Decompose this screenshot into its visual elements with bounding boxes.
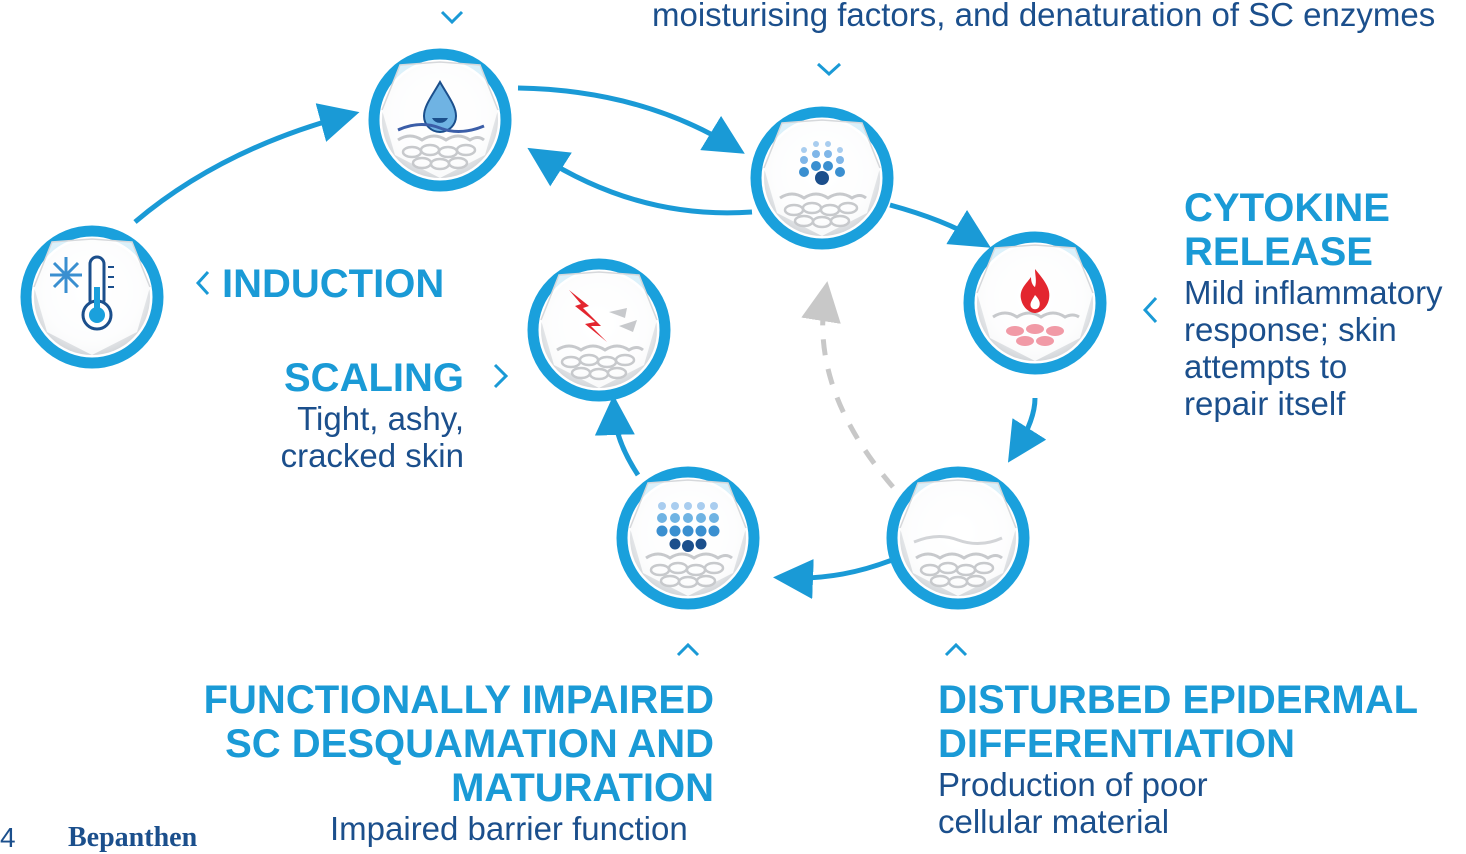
chevron-down-icon (816, 62, 842, 77)
cytokine-block: CYTOKINE RELEASE Mild inflammatory respo… (1184, 186, 1443, 422)
impaired-title-line3: MATURATION (451, 766, 714, 810)
dot-grid-icon (656, 502, 720, 552)
node-dry-skin (756, 112, 888, 244)
node-cytokine (969, 237, 1101, 369)
chevron-left-icon (1142, 296, 1158, 324)
disturbed-desc-line1: Production of poor (938, 766, 1208, 803)
chevron-left-icon (195, 270, 210, 296)
chevron-up-icon (944, 642, 968, 657)
impaired-title-line1: FUNCTIONALLY IMPAIRED (203, 678, 714, 722)
node-water-loss (374, 54, 506, 186)
cytokine-desc-line3: attempts to (1184, 348, 1348, 385)
scaling-desc-line1: Tight, ashy, (297, 400, 464, 437)
snowflake-thermometer-icon (50, 255, 114, 331)
cytokine-desc-line4: repair itself (1184, 385, 1346, 422)
cytokine-title-line1: CYTOKINE (1184, 186, 1390, 230)
arrow-dry-to-water (527, 147, 753, 216)
induction-title: INDUCTION (222, 262, 445, 306)
lightning-icon (569, 290, 607, 342)
disturbed-title-line2: DIFFERENTIATION (938, 722, 1296, 766)
node-scaling (533, 264, 665, 396)
arrow-cytokine-to-disturbed (1007, 397, 1047, 463)
arrow-induction-to-water (133, 103, 360, 224)
arrow-water-to-dry (517, 85, 745, 154)
brand-logo: Bepanthen (68, 822, 198, 853)
node-disturbed (892, 472, 1024, 604)
node-induction (26, 231, 158, 363)
impaired-block: FUNCTIONALLY IMPAIRED SC DESQUAMATION AN… (204, 678, 714, 810)
arrow-dashed-feedback (801, 281, 895, 489)
disturbed-desc-line2: cellular material (938, 803, 1170, 840)
arrow-dry-to-cytokine (889, 202, 991, 248)
chevron-up-icon (676, 642, 700, 657)
cytokine-desc-line2: response; skin (1184, 311, 1397, 348)
cytokine-desc-line1: Mild inflammatory (1184, 274, 1443, 311)
chevron-down-icon (440, 10, 464, 25)
dot-columns-icon (799, 141, 845, 185)
disturbed-title-line1: DISTURBED EPIDERMAL (938, 678, 1419, 722)
disturbed-block: DISTURBED EPIDERMAL DIFFERENTIATION Prod… (938, 678, 1418, 840)
impaired-description: Impaired barrier function (330, 810, 688, 847)
water-loss-description: moisturising factors, and denaturation o… (652, 0, 1436, 33)
arrow-impaired-to-scaling (594, 395, 641, 477)
scaling-title: SCALING (284, 356, 464, 400)
chevron-right-icon (493, 363, 509, 389)
skin-layers-icon (913, 535, 1004, 589)
page-number: 4 (0, 822, 16, 853)
scaling-desc-line2: cracked skin (280, 437, 464, 474)
node-impaired (622, 472, 754, 604)
flame-icon (1020, 269, 1050, 313)
cytokine-title-line2: RELEASE (1184, 230, 1373, 274)
arrow-disturbed-to-impaired (773, 557, 893, 599)
impaired-title-line2: SC DESQUAMATION AND (225, 722, 714, 766)
water-drop-icon (422, 79, 458, 133)
scaling-block: SCALING Tight, ashy, cracked skin (281, 356, 464, 474)
